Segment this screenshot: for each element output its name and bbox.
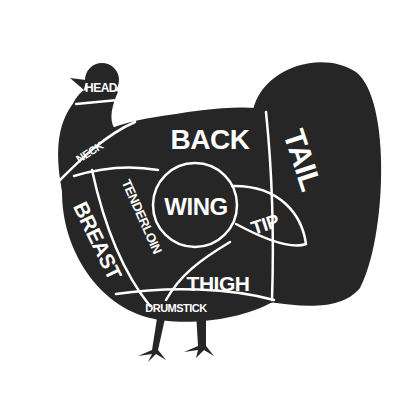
- part-name: DRUMSTICK: [145, 303, 207, 314]
- part-name: WING: [164, 195, 227, 219]
- part-name: HEAD: [85, 82, 117, 94]
- part-name: BACK: [171, 126, 250, 154]
- part-name: THIGH: [187, 273, 250, 294]
